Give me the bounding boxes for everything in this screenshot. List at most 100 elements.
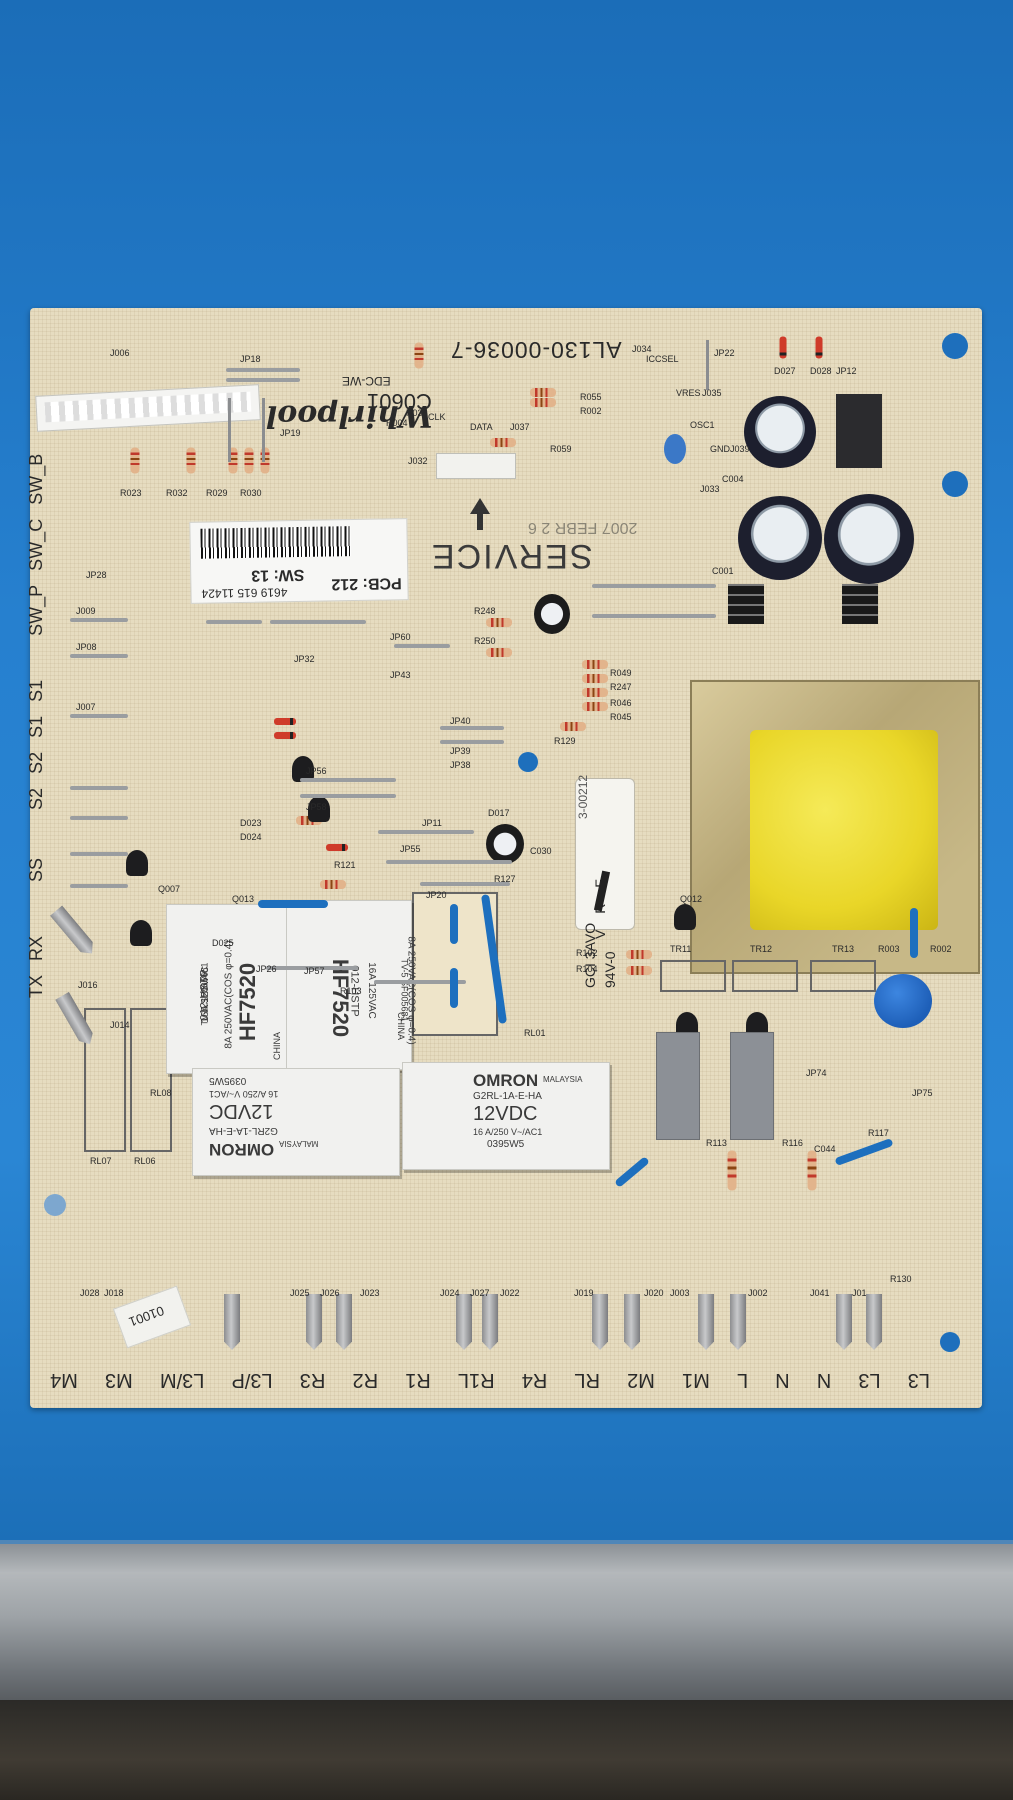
ref-label: R059 <box>550 444 572 454</box>
ref-label: OSC1 <box>690 420 715 430</box>
ref-label: JP38 <box>450 760 471 770</box>
ref-label: R032 <box>166 488 188 498</box>
jumper <box>70 816 128 820</box>
capacitor <box>824 494 914 584</box>
ref-label: JP32 <box>294 654 315 664</box>
ref-label: J014 <box>110 1020 130 1030</box>
jumper <box>374 980 466 984</box>
diode <box>779 336 787 359</box>
pin-header <box>262 398 265 462</box>
ref-label: R023 <box>120 488 142 498</box>
ref-label: JP26 <box>256 964 277 974</box>
ref-label: JP57 <box>304 966 325 976</box>
capacitor <box>486 824 524 864</box>
ref-label: J009 <box>76 606 96 616</box>
jumper <box>592 614 716 618</box>
ref-label: JP20 <box>426 890 447 900</box>
ref-label: TR13 <box>832 944 855 954</box>
ref-label: R030 <box>240 488 262 498</box>
relay-hf7520: HF7520 012-HSTP 16A 125VAC 8A 250VAC(COS… <box>286 900 417 1070</box>
ref-label: R002 <box>930 944 952 954</box>
relay-footprint <box>130 1008 172 1152</box>
ref-label: J007 <box>76 702 96 712</box>
ref-label: J026 <box>320 1288 340 1298</box>
x-capacitor <box>656 1032 700 1140</box>
resistor <box>582 702 608 711</box>
jumper <box>300 778 396 782</box>
bottom-edge-labels: L3 L3 N N L M1 M2 RL R4 R1L R1 R2 R3 L3/… <box>50 1369 930 1391</box>
jumper <box>226 368 300 372</box>
ref-label: R004 <box>386 418 408 428</box>
ref-label: D023 <box>240 818 262 828</box>
ref-label: R247 <box>610 682 632 692</box>
resistor <box>582 660 608 669</box>
pin-header <box>228 398 231 462</box>
ref-label: JP11 <box>422 818 442 828</box>
date-code: 2007 FEBR 2 6 <box>528 519 638 536</box>
label-sw-c: SW_C <box>26 518 46 571</box>
resistor <box>626 950 652 959</box>
service-connector <box>436 453 516 479</box>
pcb-board: AL130-00036-7 C0601 Whirlpool EDC-WE SW:… <box>26 308 982 1408</box>
ref-label: C044 <box>814 1144 836 1154</box>
ref-label: R129 <box>554 736 576 746</box>
ref-label: J028 <box>80 1288 100 1298</box>
ref-label: J034 <box>632 344 652 354</box>
mounting-hole <box>940 1332 960 1352</box>
jumper <box>394 644 450 648</box>
varistor <box>874 974 932 1028</box>
isolation-slot <box>450 904 458 944</box>
ref-label: J035 <box>702 388 722 398</box>
ref-label: Q007 <box>158 884 181 894</box>
ref-label: R103 <box>340 986 362 996</box>
ref-label: J016 <box>78 980 98 990</box>
spade-terminal <box>224 1294 240 1350</box>
jumper <box>206 620 262 624</box>
ref-label: JP39 <box>450 746 471 756</box>
label-rx: RX <box>26 935 46 961</box>
ref-label: J024 <box>440 1288 460 1298</box>
arrow-up-icon <box>470 498 490 514</box>
label-tx: TX <box>26 974 46 998</box>
jumper <box>70 714 128 718</box>
jumper <box>440 740 504 744</box>
ref-label: R113 <box>706 1138 727 1148</box>
ref-label: RL08 <box>150 1088 172 1098</box>
ref-label: J01 <box>852 1288 867 1298</box>
ref-label: JP75 <box>912 1088 933 1098</box>
jumper <box>440 726 504 730</box>
jumper <box>70 618 128 622</box>
ref-label: R003 <box>878 944 900 954</box>
label-s1: S1 <box>26 679 46 702</box>
ref-label: D025 <box>212 938 234 948</box>
ref-label: J033 <box>700 484 720 494</box>
spade-terminal <box>698 1294 714 1350</box>
resistor <box>130 447 140 474</box>
jumper <box>592 584 716 588</box>
barcode-sticker: SW: 13 PCB: 212 4619 615 11424 <box>189 518 409 604</box>
ref-label: J003 <box>670 1288 690 1298</box>
resistor <box>727 1150 737 1191</box>
ref-label: JP18 <box>240 354 261 364</box>
ref-label: R116 <box>782 1138 803 1148</box>
triac-footprint <box>660 960 726 992</box>
diode <box>274 732 296 739</box>
transistor <box>674 904 696 930</box>
ref-label: J027 <box>470 1288 490 1298</box>
ref-label: JP60 <box>390 632 411 642</box>
floor <box>0 1700 1013 1800</box>
jumper <box>70 786 128 790</box>
brand-sub: EDC-WE <box>342 374 391 388</box>
isolation-slot <box>614 1156 650 1188</box>
ref-label: JP55 <box>400 844 421 854</box>
resistor <box>414 342 424 369</box>
flammability-rating: 94V-0 <box>602 951 618 988</box>
mounting-hole <box>942 333 968 359</box>
pin-header <box>706 340 709 390</box>
ref-label: R102 <box>576 948 598 958</box>
relay-omron: OMRON MALAYSIA G2RL-1A-E-HA 12VDC 16 A/2… <box>402 1062 610 1170</box>
ref-label: J025 <box>290 1288 310 1298</box>
isolation-slot <box>910 908 918 958</box>
ref-label: JP43 <box>390 670 411 680</box>
resistor <box>186 447 196 474</box>
